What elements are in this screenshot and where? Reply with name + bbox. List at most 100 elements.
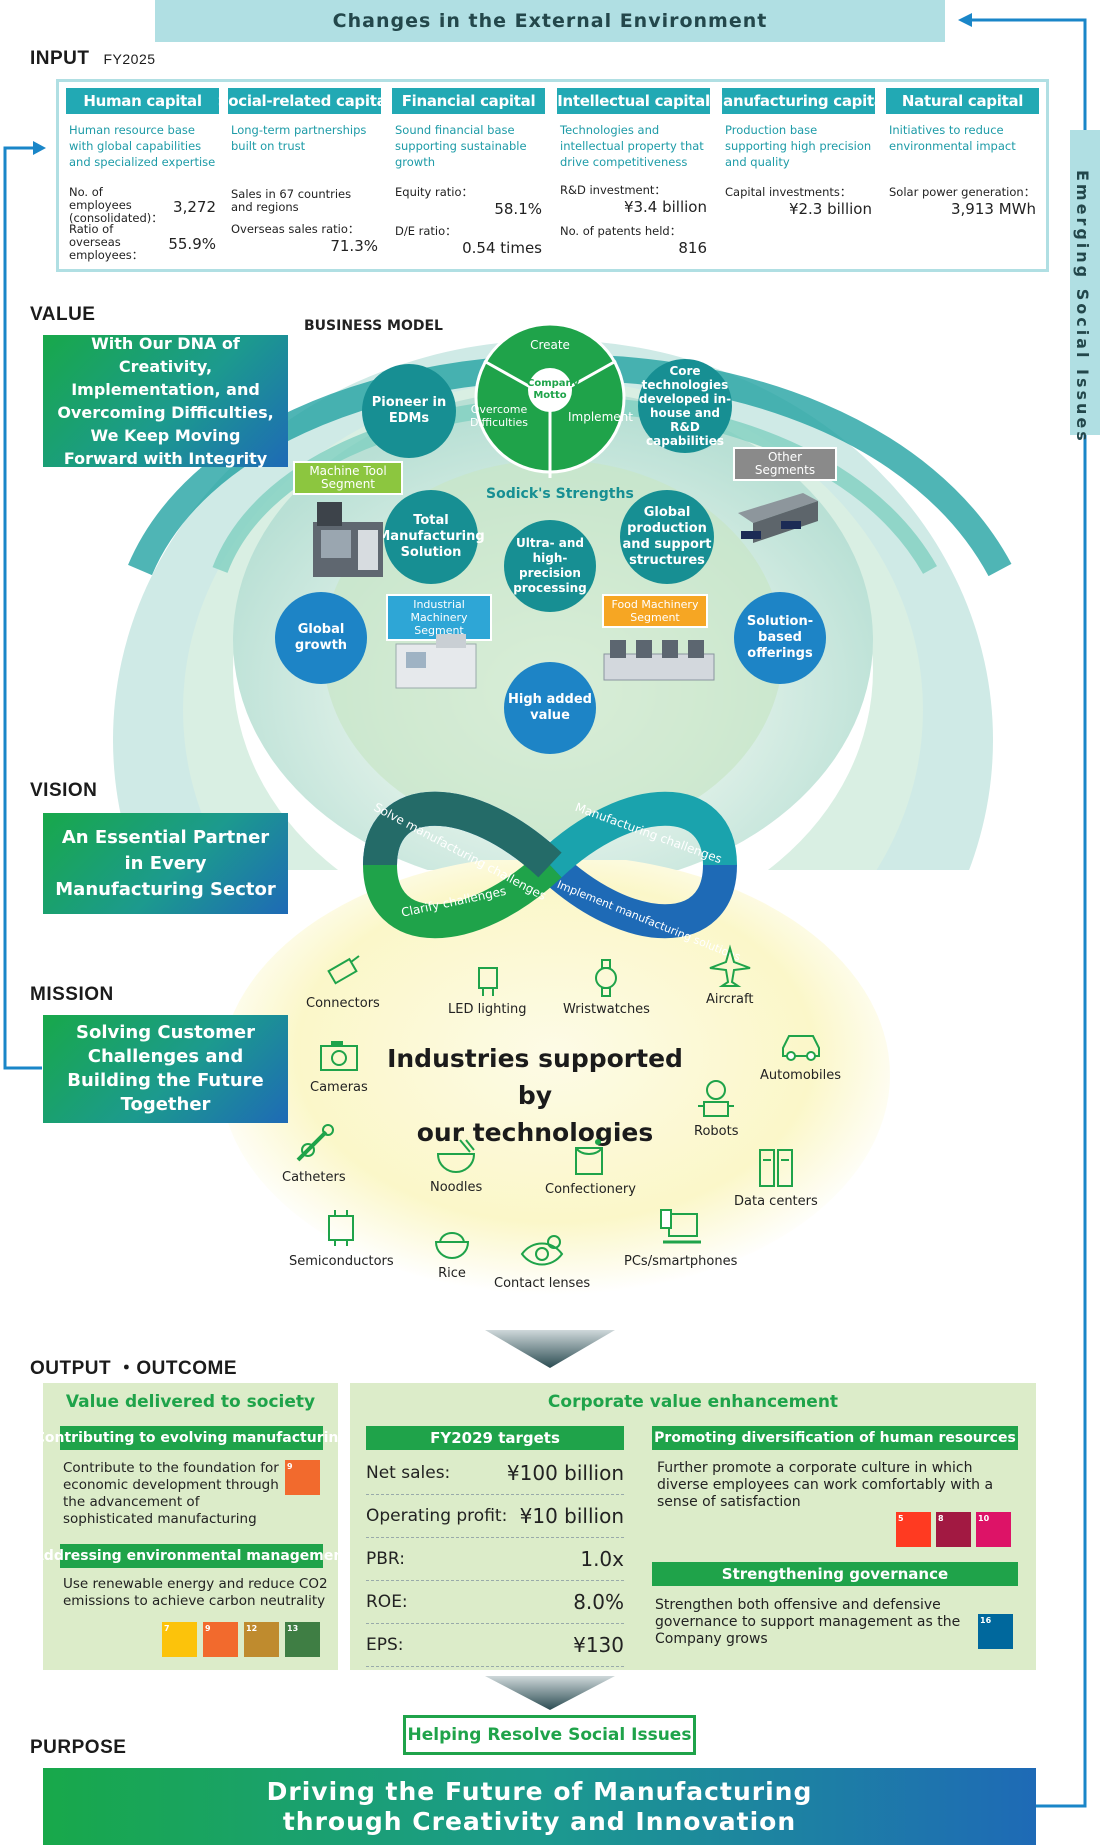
gov-head: Strengthening governance [652, 1562, 1018, 1586]
circle-global-production: Global production and support structures [620, 490, 714, 584]
industry-confectionery: Confectionery [545, 1136, 636, 1197]
external-environment-bar: Changes in the External Environment [155, 0, 945, 42]
target-value: ¥10 billion [519, 1504, 624, 1528]
motto-create: Create [530, 338, 570, 352]
sdg-10-icon: 10 [976, 1512, 1011, 1547]
target-row: Operating profit: ¥10 billion [366, 1495, 624, 1538]
robot-icon [698, 1080, 735, 1117]
vision-label: VISION [30, 780, 98, 801]
tag-other-segments: Other Segments [733, 447, 837, 481]
target-label: ROE: [366, 1592, 408, 1612]
industry-automobiles: Automobiles [760, 1024, 841, 1083]
circle-pioneer: Pioneer in EDMs [362, 364, 456, 458]
eye-icon [520, 1235, 564, 1266]
motto-center: Company Motto [527, 378, 580, 401]
catheter-icon [296, 1124, 334, 1162]
confectionery-icon [575, 1139, 604, 1175]
industry-connectors: Connectors [306, 952, 380, 1011]
hr-head: Promoting diversification of human resou… [652, 1426, 1018, 1450]
industry-led: LED lighting [448, 958, 527, 1017]
evolving-text: Contribute to the foundation for economi… [63, 1460, 279, 1527]
industry-watches: Wristwatches [563, 958, 650, 1017]
mission-statement: Solving Customer Challenges and Building… [43, 1015, 288, 1123]
tag-machine-tool: Machine Tool Segment [293, 461, 403, 495]
helping-resolve-box: Helping Resolve Social Issues [403, 1715, 696, 1755]
circle-global-growth: Global growth [275, 592, 367, 684]
capital-natural: Natural capital Initiatives to reduce en… [886, 88, 1039, 262]
capital-social: Social-related capital Long-term partner… [218, 88, 392, 262]
car-icon [781, 1035, 820, 1061]
circle-total-solution: Total Manufacturing Solution [377, 490, 485, 584]
target-value: ¥130 [573, 1633, 624, 1657]
circle-ultra-precision: Ultra- and high-precision processing [504, 520, 596, 612]
rice-bowl-icon [434, 1232, 470, 1260]
evolving-head: Contributing to evolving manufacturing [35, 1426, 348, 1450]
noodle-bowl-icon [437, 1139, 476, 1174]
other-segment-image [738, 493, 818, 543]
target-row: PBR: 1.0x [366, 1538, 624, 1581]
capital-human: Human capital Human resource base with g… [66, 88, 219, 262]
industry-pcs: PCs/smartphones [624, 1206, 737, 1269]
target-value: 1.0x [580, 1547, 624, 1571]
laptop-icon [659, 1209, 701, 1244]
target-label: EPS: [366, 1635, 404, 1655]
connector-icon [327, 955, 360, 985]
infinity-loop [363, 791, 737, 939]
business-model-label: BUSINESS MODEL [300, 318, 447, 334]
tag-industrial-machinery: Industrial Machinery Segment [386, 594, 492, 641]
industry-rice: Rice [430, 1222, 474, 1281]
down-arrow-1 [485, 1330, 615, 1368]
value-label: VALUE [30, 304, 96, 325]
input-box [56, 79, 1049, 272]
tag-food-machinery: Food Machinery Segment [602, 594, 708, 628]
target-label: PBR: [366, 1549, 405, 1569]
industry-lenses: Contact lenses [494, 1232, 590, 1291]
targets-head: FY2029 targets [366, 1426, 624, 1450]
target-row: Net sales: ¥100 billion [366, 1452, 624, 1495]
camera-icon [319, 1041, 358, 1071]
env-head: Addressing environmental management [33, 1544, 350, 1568]
circle-high-value: High added value [504, 662, 596, 754]
target-label: Net sales: [366, 1463, 451, 1483]
mission-label: MISSION [30, 984, 114, 1005]
sdg-8-icon: 8 [936, 1512, 971, 1547]
env-text: Use renewable energy and reduce CO2 emis… [63, 1576, 328, 1609]
output-label: OUTPUT ・OUTCOME [30, 1358, 237, 1379]
target-row: ROE: 8.0% [366, 1581, 624, 1624]
sdg-5-icon: 5 [896, 1512, 931, 1547]
sdg-9b-icon: 9 [203, 1622, 238, 1657]
corporate-title: Corporate value enhancement [547, 1392, 839, 1412]
watch-icon [595, 959, 618, 997]
circle-core-tech: Core technologies developed in-house and… [638, 359, 732, 453]
led-icon [478, 967, 499, 996]
sdg-7-icon: 7 [162, 1622, 197, 1657]
down-arrow-2 [485, 1676, 615, 1710]
industry-datacenters: Data centers [734, 1146, 818, 1209]
target-label: Operating profit: [366, 1506, 508, 1526]
motto-implement: Implement [568, 410, 633, 424]
industry-robots: Robots [694, 1076, 738, 1139]
industry-cameras: Cameras [310, 1036, 368, 1095]
server-icon [758, 1149, 793, 1187]
company-motto-pie [474, 322, 626, 478]
gov-text: Strengthen both offensive and defensive … [655, 1597, 961, 1647]
capital-financial: Financial capital Sound financial base s… [392, 88, 545, 262]
purpose-label: PURPOSE [30, 1737, 127, 1758]
society-title: Value delivered to society [65, 1392, 316, 1412]
emerging-issues-label: Emerging Social Issues [1073, 170, 1092, 444]
sdg-13-icon: 13 [285, 1622, 320, 1657]
circle-solution-offerings: Solution-based offerings [734, 592, 826, 684]
vision-statement: An Essential Partner in Every Manufactur… [43, 813, 288, 914]
machine-tool-image [313, 502, 383, 577]
target-value: ¥100 billion [506, 1461, 624, 1485]
target-value: 8.0% [573, 1590, 624, 1614]
industry-catheters: Catheters [282, 1122, 346, 1185]
emerging-issues-bar [1070, 130, 1100, 435]
value-statement: With Our DNA of Creativity, Implementati… [43, 334, 288, 468]
hr-text: Further promote a corporate culture in w… [657, 1460, 994, 1510]
sdg-16-icon: 16 [978, 1614, 1013, 1649]
motto-overcome: Overcome Difficulties [469, 403, 529, 429]
